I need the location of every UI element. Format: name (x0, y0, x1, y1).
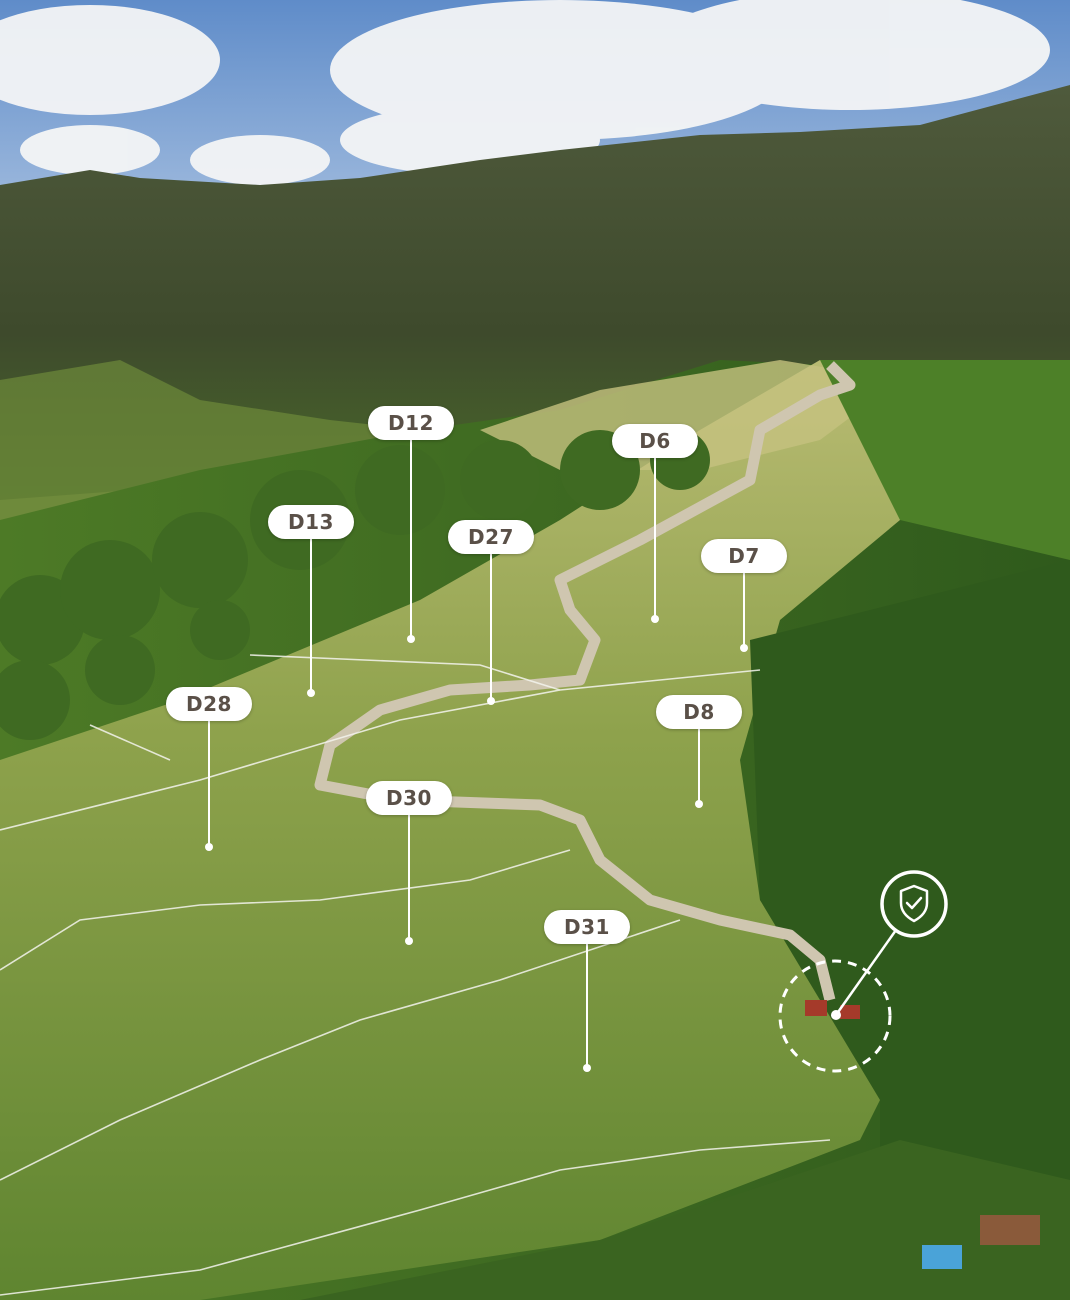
lot-label-d7[interactable]: D7 (701, 539, 787, 573)
lot-label-d27[interactable]: D27 (448, 520, 534, 554)
lot-marker-stem (208, 721, 210, 847)
lot-marker-dot (405, 937, 413, 945)
lot-marker-dot (407, 635, 415, 643)
lot-label-d6[interactable]: D6 (612, 424, 698, 458)
lot-marker-stem (410, 440, 412, 639)
lot-label-d28[interactable]: D28 (166, 687, 252, 721)
lot-marker-dot (740, 644, 748, 652)
lot-label-d12[interactable]: D12 (368, 406, 454, 440)
lot-marker-stem (408, 815, 410, 941)
lot-marker-stem (586, 944, 588, 1068)
lot-label-d31[interactable]: D31 (544, 910, 630, 944)
lot-marker-dot (583, 1064, 591, 1072)
lot-marker-stem (654, 458, 656, 619)
lot-label-d30[interactable]: D30 (366, 781, 452, 815)
lot-label-d13[interactable]: D13 (268, 505, 354, 539)
lot-marker-dot (487, 697, 495, 705)
lot-marker-stem (310, 539, 312, 693)
lot-marker-dot (205, 843, 213, 851)
lot-marker-dot (651, 615, 659, 623)
lot-marker-stem (743, 573, 745, 648)
lot-marker-dot (695, 800, 703, 808)
lot-marker-stem (698, 729, 700, 804)
lot-marker-dot (307, 689, 315, 697)
lot-label-d8[interactable]: D8 (656, 695, 742, 729)
lot-marker-stem (490, 554, 492, 701)
